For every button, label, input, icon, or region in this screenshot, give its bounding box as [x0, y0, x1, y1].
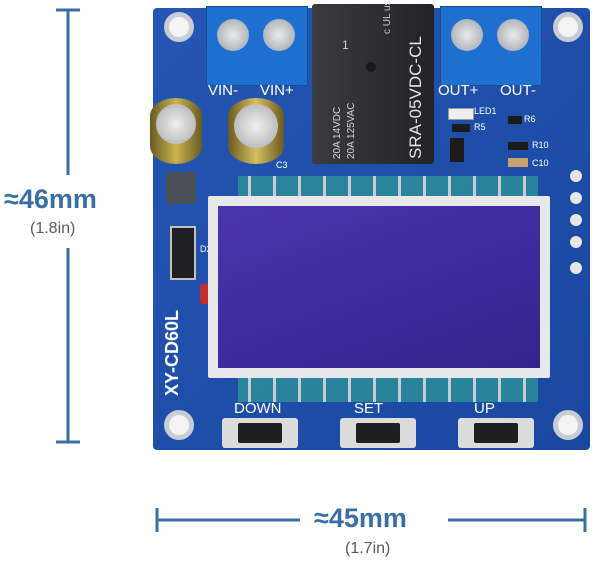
mounting-hole — [553, 12, 583, 42]
button-actuator — [474, 423, 518, 443]
mounting-hole — [164, 410, 194, 440]
lcd-screen — [218, 206, 540, 368]
header-pin — [570, 192, 582, 204]
width-imperial-label: (1.7in) — [345, 540, 391, 557]
smd-resistor — [452, 124, 470, 132]
up-button[interactable] — [458, 418, 534, 448]
screw-icon — [263, 19, 295, 51]
terminal-label-out-minus: OUT- — [500, 82, 536, 99]
terminal-label-out-plus: OUT+ — [438, 82, 479, 99]
header-pin — [570, 170, 582, 182]
header-pin — [570, 236, 582, 248]
terminal-label-vin-plus: VIN+ — [260, 82, 294, 99]
smd-resistor — [508, 142, 528, 150]
button-label-down: DOWN — [234, 400, 282, 417]
capacitor-top — [234, 104, 278, 148]
relay-model: SRA-05VDC-CL — [406, 36, 425, 159]
set-button[interactable] — [340, 418, 416, 448]
button-label-set: SET — [354, 400, 384, 417]
smd-capacitor — [508, 158, 528, 167]
header-pin — [570, 214, 582, 226]
board-model-label: XY-CD60L — [162, 309, 182, 396]
relay: 1 c UL us 20A 14VDC 20A 125VAC SRA-05VDC… — [312, 0, 434, 164]
smd-led — [448, 108, 474, 120]
component-label-d2: D2 — [200, 244, 212, 254]
diode — [170, 226, 196, 280]
component-label-r10: R10 — [532, 140, 549, 150]
relay-pin-mark: 1 — [342, 38, 349, 52]
red-component — [200, 284, 210, 304]
capacitor-top — [156, 104, 196, 144]
component-label-led1: LED1 — [474, 106, 497, 116]
header-pin — [570, 262, 582, 274]
mounting-hole — [553, 410, 583, 440]
terminal-label-vin-minus: VIN- — [208, 82, 238, 99]
input-terminal-block — [206, 6, 308, 86]
screw-icon — [497, 19, 529, 51]
relay-logo: c UL us — [382, 0, 393, 34]
relay-rating-1: 20A 14VDC — [332, 106, 343, 159]
component-label-c10: C10 — [532, 158, 549, 168]
component-label-r5: R5 — [474, 122, 486, 132]
width-metric-label: ≈45mm — [314, 503, 407, 533]
component-label-r6: R6 — [524, 114, 536, 124]
relay-rating-2: 20A 125VAC — [346, 102, 357, 159]
relay-indicator — [366, 62, 376, 72]
button-label-up: UP — [474, 400, 495, 417]
height-metric-label: ≈46mm — [4, 184, 97, 214]
component-label-c3: C3 — [276, 160, 288, 170]
output-terminal-block — [440, 6, 542, 86]
smd-transistor — [450, 138, 464, 162]
smd-resistor — [508, 116, 522, 124]
button-actuator — [356, 423, 400, 443]
inductor — [166, 172, 196, 204]
button-actuator — [238, 423, 282, 443]
screw-icon — [451, 19, 483, 51]
screw-icon — [217, 19, 249, 51]
lcd-pins-bottom — [238, 378, 538, 402]
height-imperial-label: (1.8in) — [30, 220, 76, 237]
down-button[interactable] — [222, 418, 298, 448]
mounting-hole — [164, 12, 194, 42]
